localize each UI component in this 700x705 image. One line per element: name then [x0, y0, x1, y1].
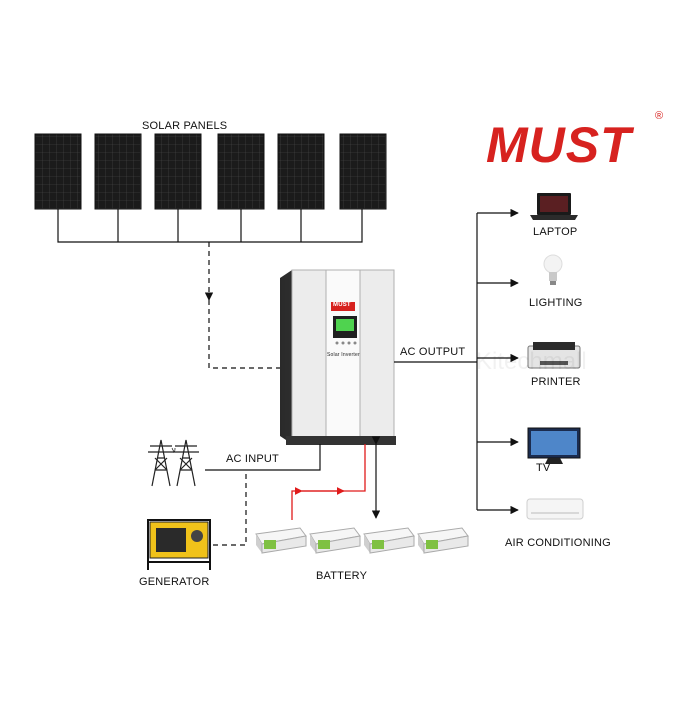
- generator-icon: [147, 519, 211, 570]
- watermark: Kitechmall: [476, 348, 587, 375]
- battery: [417, 527, 469, 554]
- inverter: [280, 269, 396, 445]
- battery: [309, 527, 361, 554]
- generator-line: [213, 470, 247, 546]
- inverter-badge-text: MUST: [333, 302, 351, 308]
- solar-panel: [154, 133, 202, 210]
- load-label-lighting: LIGHTING: [529, 297, 583, 309]
- ac-input-line: [205, 444, 321, 471]
- brand-logo: MUST: [486, 117, 632, 173]
- printer-icon: [527, 342, 581, 369]
- battery-charge-line: [291, 444, 366, 520]
- inverter-front-label: Solar Inverter: [327, 352, 360, 358]
- laptop-icon: [530, 193, 578, 220]
- solar-panel: [94, 133, 142, 210]
- battery-label: BATTERY: [316, 570, 368, 582]
- generator-label: GENERATOR: [139, 576, 210, 588]
- power-tower-icon: [148, 439, 199, 487]
- load-label-printer: PRINTER: [531, 376, 581, 388]
- ac-output-label: AC OUTPUT: [400, 346, 466, 358]
- registered-mark: ®: [655, 110, 664, 122]
- solar-panel: [277, 133, 325, 210]
- dc-line: [208, 300, 280, 369]
- ac-input-label: AC INPUT: [226, 453, 279, 465]
- battery: [363, 527, 415, 554]
- solar-panels-label: SOLAR PANELS: [142, 120, 228, 132]
- solar-panel: [217, 133, 265, 210]
- air-conditioner-icon: [526, 498, 584, 520]
- load-label-laptop: LAPTOP: [533, 226, 578, 238]
- battery-bank: [255, 527, 469, 554]
- solar-panel: [34, 133, 82, 210]
- panel-wiring: [57, 209, 363, 243]
- load-label-tv: TV: [536, 462, 551, 474]
- solar-panel-array: [34, 133, 387, 210]
- load-label-air-conditioning: AIR CONDITIONING: [505, 537, 611, 549]
- tv-icon: [527, 427, 581, 464]
- battery: [255, 527, 307, 554]
- inverter-badge: [331, 302, 355, 311]
- light-bulb-icon: [543, 254, 563, 285]
- solar-panel: [339, 133, 387, 210]
- ac-output-bus: [394, 208, 519, 515]
